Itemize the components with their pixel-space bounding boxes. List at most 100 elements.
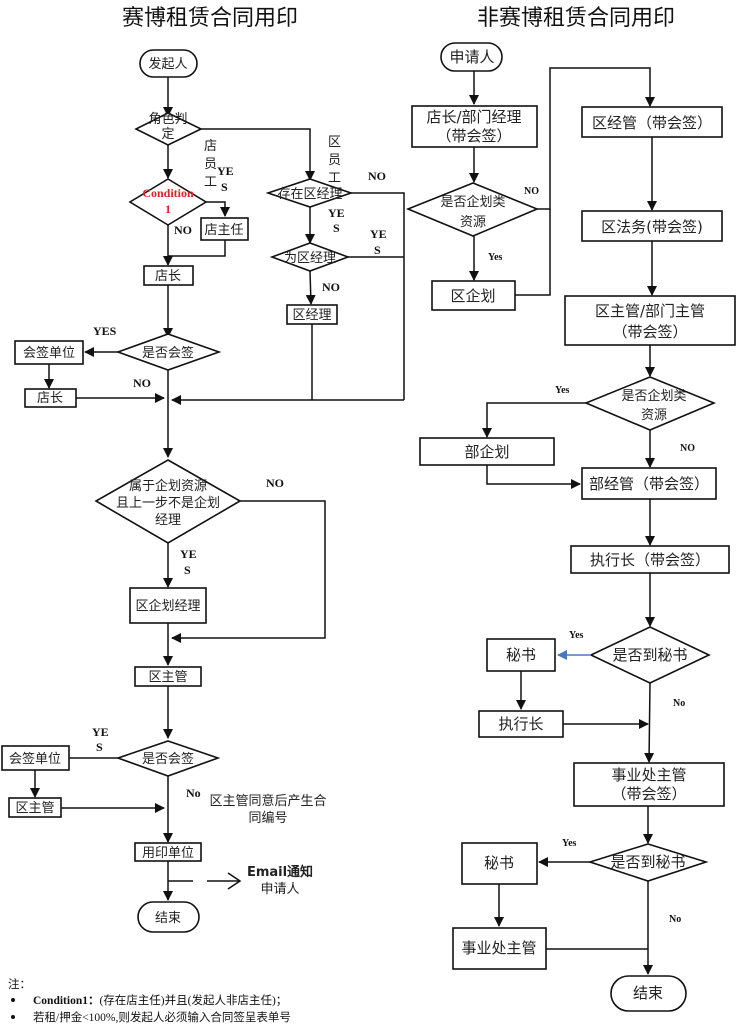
countersign-decision-2: 是否会签 xyxy=(115,740,221,777)
yes-label: S xyxy=(221,180,228,194)
yes-label: S xyxy=(374,243,381,257)
svg-text:为区经理: 为区经理 xyxy=(284,251,336,266)
area-mgmt-node: 区经管（带会签） xyxy=(581,106,723,138)
svg-text:店长: 店长 xyxy=(37,391,63,406)
svg-text:资源: 资源 xyxy=(641,408,667,423)
svg-text:发起人: 发起人 xyxy=(148,56,187,72)
email-notify-note: Email通知 申请人 xyxy=(247,864,313,897)
no-label: NO xyxy=(174,223,192,237)
svg-text:事业处主管: 事业处主管 xyxy=(461,939,536,957)
svg-text:秘书: 秘书 xyxy=(506,646,536,664)
left-chart-title: 赛博租赁合同用印 xyxy=(122,6,298,31)
no-label: NO xyxy=(368,169,386,183)
svg-text:秘书: 秘书 xyxy=(484,854,514,872)
area-manager-node: 区经理 xyxy=(286,304,338,325)
svg-text:经理: 经理 xyxy=(155,513,181,528)
svg-text:用印单位: 用印单位 xyxy=(142,846,194,861)
svg-text:结束: 结束 xyxy=(633,984,663,1002)
area-director-node: 区主管 xyxy=(134,666,202,687)
store-dept-manager-node: 店长/部门经理 （带会签） xyxy=(411,105,538,148)
svg-text:申请人: 申请人 xyxy=(260,882,299,897)
edge xyxy=(644,682,655,763)
svg-text:属于企划资源: 属于企划资源 xyxy=(129,478,207,494)
yes-label: S xyxy=(96,740,103,754)
svg-text:店长/部门经理: 店长/部门经理 xyxy=(426,108,521,126)
store-manager-node-2: 店长 xyxy=(24,388,77,408)
svg-text:区企划经理: 区企划经理 xyxy=(135,598,200,614)
ceo-node: 执行长 xyxy=(478,710,564,738)
yes-label: Yes xyxy=(488,252,503,263)
right-start-node: 申请人 xyxy=(440,42,503,72)
yes-label: Yes xyxy=(555,385,570,396)
svg-text:结束: 结束 xyxy=(155,911,181,926)
yes-label: YES xyxy=(93,324,117,338)
no-label: NO xyxy=(322,280,340,294)
edge xyxy=(537,67,655,210)
svg-text:是否到秘书: 是否到秘书 xyxy=(612,646,687,664)
svg-text:（带会签）: （带会签） xyxy=(611,785,686,803)
svg-text:部经管（带会签）: 部经管（带会签） xyxy=(589,475,709,493)
svg-text:区主管: 区主管 xyxy=(148,670,187,685)
edge xyxy=(515,209,551,296)
svg-text:定: 定 xyxy=(161,127,174,142)
secretary-node-2: 秘书 xyxy=(461,842,538,885)
svg-text:区经管（带会签）: 区经管（带会签） xyxy=(592,114,712,132)
svg-text:区: 区 xyxy=(328,135,341,150)
svg-text:执行长（带会签）: 执行长（带会签） xyxy=(590,551,710,569)
yes-label: S xyxy=(333,221,340,235)
bullet-icon xyxy=(11,998,15,1002)
svg-text:区企划: 区企划 xyxy=(450,287,495,305)
no-label: No xyxy=(673,698,685,709)
note-item-2: 若租/押金<100%,则发起人必须输入合同签呈表单号 xyxy=(33,1010,291,1024)
bu-director-node: 事业处主管 xyxy=(452,927,547,970)
svg-text:会签单位: 会签单位 xyxy=(23,345,75,361)
branch-label-store-staff: 店 员 工 xyxy=(204,139,217,190)
is-area-manager-decision: 为区经理 xyxy=(269,242,351,272)
svg-text:店: 店 xyxy=(204,139,217,154)
bu-director-countersign-node: 事业处主管 （带会签） xyxy=(573,762,725,807)
planning-decision-1: 是否企划类 资源 xyxy=(405,182,540,237)
svg-text:角色判: 角色判 xyxy=(148,111,187,127)
edge xyxy=(168,240,226,257)
svg-text:同编号: 同编号 xyxy=(248,811,287,826)
svg-text:（带会签）: （带会签） xyxy=(436,127,511,145)
branch-label-area-staff: 区 员 工 xyxy=(328,135,341,186)
countersign-unit-node-1: 会签单位 xyxy=(14,340,84,365)
svg-text:员: 员 xyxy=(204,157,217,172)
svg-text:（带会签）: （带会签） xyxy=(612,323,687,341)
contract-number-note: 区主管同意后产生合 同编号 xyxy=(209,793,326,826)
seal-unit-node: 用印单位 xyxy=(134,842,202,862)
svg-text:是否会签: 是否会签 xyxy=(142,345,194,361)
countersign-decision-1: 是否会签 xyxy=(115,333,222,371)
note-item-1: Condition1：(存在店主任)并且(发起人非店主任)； xyxy=(33,993,287,1007)
yes-label: YE xyxy=(370,227,387,241)
countersign-unit-node-2: 会签单位 xyxy=(1,745,70,771)
secretary-node-1: 秘书 xyxy=(486,638,556,672)
svg-text:资源: 资源 xyxy=(460,215,486,230)
right-end-node: 结束 xyxy=(610,975,687,1012)
yes-label: YE xyxy=(180,547,197,561)
svg-text:执行长: 执行长 xyxy=(498,715,543,733)
secretary-decision-1: 是否到秘书 xyxy=(589,626,711,684)
ceo-countersign-node: 执行长（带会签） xyxy=(570,545,730,574)
no-label: No xyxy=(186,786,201,800)
svg-text:1: 1 xyxy=(165,202,171,216)
svg-text:Condition: Condition xyxy=(142,186,194,200)
area-dept-director-node: 区主管/部门主管 （带会签） xyxy=(564,295,736,346)
svg-text:部企划: 部企划 xyxy=(464,443,509,461)
edge xyxy=(482,402,586,438)
yes-label: Yes xyxy=(569,630,584,641)
no-label: NO xyxy=(266,476,284,490)
svg-text:店主任: 店主任 xyxy=(204,223,243,238)
planning-decision-2: 是否企划类 资源 xyxy=(583,376,717,431)
area-director-node-2: 区主管 xyxy=(8,797,62,818)
left-start-node: 发起人 xyxy=(139,49,198,78)
svg-text:区经理: 区经理 xyxy=(292,308,331,323)
svg-text:是否企划类: 是否企划类 xyxy=(621,388,686,404)
svg-text:区主管: 区主管 xyxy=(15,801,54,816)
svg-text:会签单位: 会签单位 xyxy=(9,751,61,767)
no-label: NO xyxy=(133,376,151,390)
area-legal-node: 区法务(带会签) xyxy=(581,210,723,242)
svg-text:区法务(带会签): 区法务(带会签) xyxy=(601,218,703,236)
